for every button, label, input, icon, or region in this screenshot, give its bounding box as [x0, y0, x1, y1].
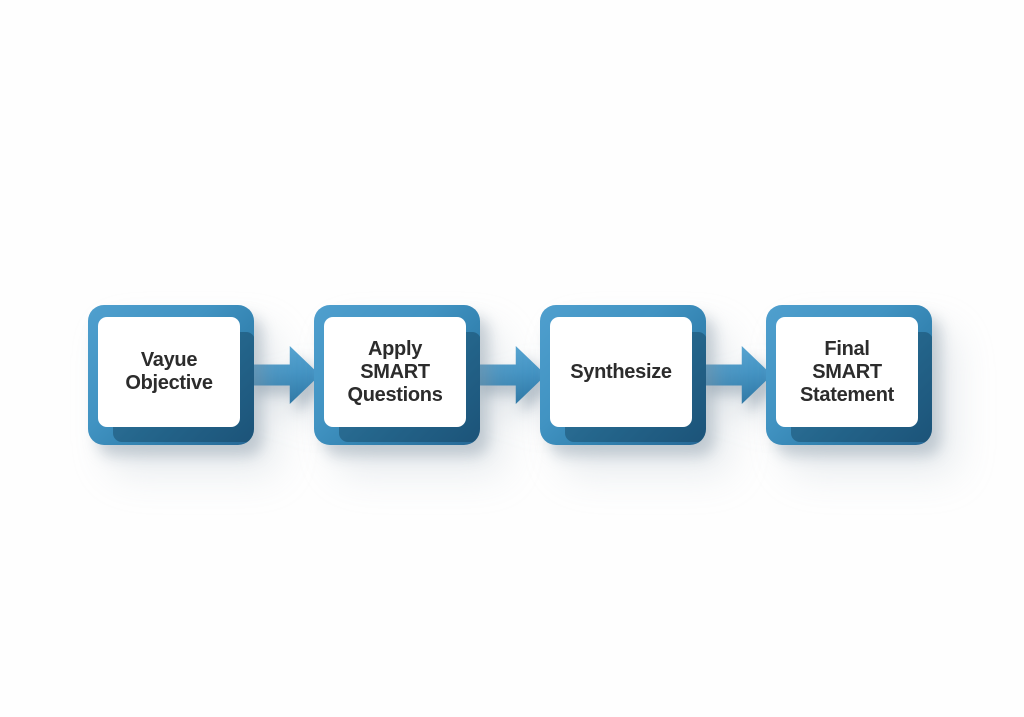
- step-label: Synthesize: [570, 360, 672, 383]
- right-arrow-shape: [474, 346, 546, 404]
- flow-arrow-icon: [700, 346, 772, 404]
- flow-arrow-icon: [474, 346, 546, 404]
- flow-arrow-icon: [248, 346, 320, 404]
- step-panel: Apply SMART Questions: [324, 317, 466, 427]
- right-arrow-shape: [248, 346, 320, 404]
- step-panel: Synthesize: [550, 317, 692, 427]
- step-label: Final SMART Statement: [800, 337, 894, 406]
- flowchart-row: Vayue Objective Apply SMART Questions Sy…: [88, 305, 932, 445]
- step-apply-smart-questions: Apply SMART Questions: [314, 305, 480, 445]
- step-vague-objective: Vayue Objective: [88, 305, 254, 445]
- step-panel: Final SMART Statement: [776, 317, 918, 427]
- right-arrow-shape: [700, 346, 772, 404]
- step-label: Apply SMART Questions: [347, 337, 443, 406]
- step-synthesize: Synthesize: [540, 305, 706, 445]
- step-label: Vayue Objective: [125, 349, 213, 394]
- step-final-smart-statement: Final SMART Statement: [766, 305, 932, 445]
- step-panel: Vayue Objective: [98, 317, 240, 427]
